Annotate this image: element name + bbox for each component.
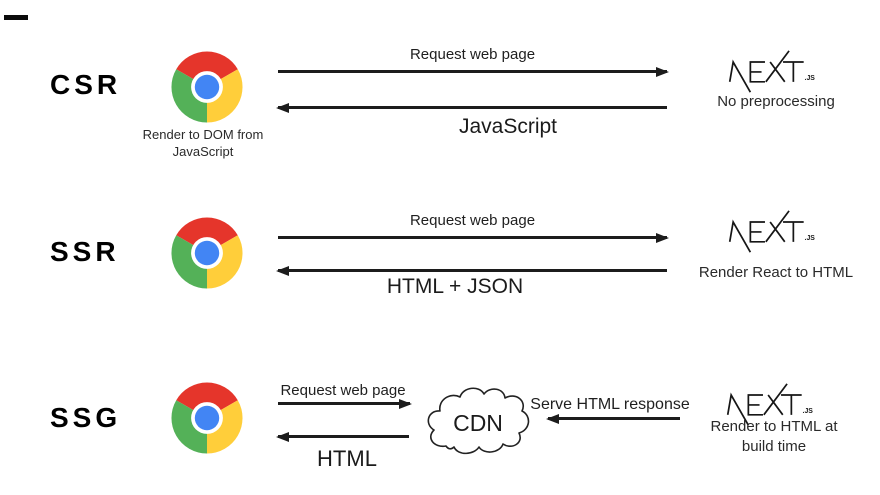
row-label-csr: CSR xyxy=(50,69,122,100)
request-arrow xyxy=(278,236,667,239)
cdn-label: CDN xyxy=(453,410,503,436)
nextjs-suffix: .JS xyxy=(805,75,816,82)
nextjs-logo: .JS xyxy=(726,50,816,93)
request-arrow xyxy=(278,70,667,73)
nextjs-wordmark xyxy=(726,383,802,426)
nextjs-logo: .JS xyxy=(724,383,814,426)
server-caption: Render to HTML at build time xyxy=(710,418,838,455)
response-arrow xyxy=(278,106,667,109)
nextjs-logo: .JS xyxy=(726,210,816,253)
serve-arrow xyxy=(548,417,680,420)
response-arrow-label: JavaScript xyxy=(458,115,558,138)
corner-mark xyxy=(4,15,28,20)
response-arrow-label: HTML + JSON xyxy=(386,275,524,298)
browser-caption: Render to DOM from JavaScript xyxy=(142,127,264,159)
nextjs-suffix: .JS xyxy=(803,408,814,415)
nextjs-wordmark xyxy=(728,50,804,93)
chrome-browser-icon xyxy=(170,50,244,124)
server-caption: No preprocessing xyxy=(717,93,835,110)
server-caption: Render React to HTML xyxy=(698,264,854,281)
chrome-browser-icon xyxy=(170,216,244,290)
chrome-icon xyxy=(171,382,243,454)
response-arrow xyxy=(278,435,409,438)
request-arrow xyxy=(278,402,410,405)
chrome-icon xyxy=(171,217,243,289)
cdn-cloud-icon: CDN xyxy=(424,382,532,462)
serve-arrow-label: Serve HTML response xyxy=(530,396,690,413)
row-label-ssr: SSR xyxy=(50,236,120,267)
request-arrow-label: Request web page xyxy=(409,212,536,229)
nextjs-suffix: .JS xyxy=(805,235,816,242)
chrome-browser-icon xyxy=(170,381,244,455)
request-arrow-label: Request web page xyxy=(409,46,536,63)
request-arrow-label: Request web page xyxy=(280,382,406,399)
response-arrow xyxy=(278,269,667,272)
chrome-icon xyxy=(171,51,243,123)
response-arrow-label: HTML xyxy=(317,446,377,471)
row-label-ssg: SSG xyxy=(50,402,122,433)
nextjs-wordmark xyxy=(728,210,804,253)
